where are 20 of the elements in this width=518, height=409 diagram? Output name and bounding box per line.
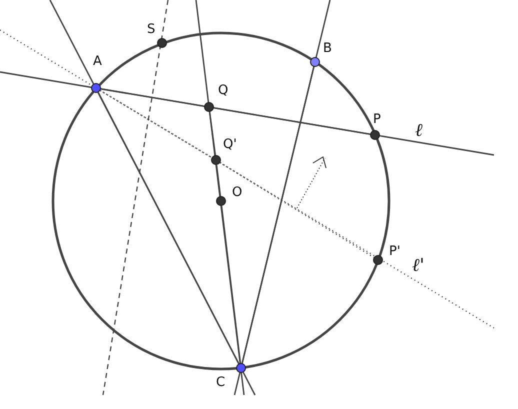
point-label: S bbox=[147, 22, 156, 37]
point-label: P' bbox=[389, 244, 400, 259]
point-label: P bbox=[373, 112, 381, 127]
line-label: ℓ' bbox=[412, 257, 424, 275]
line-label: ℓ bbox=[415, 122, 422, 140]
line-segment bbox=[98, 92, 240, 364]
point-label: Q' bbox=[223, 137, 237, 152]
line-segment bbox=[220, 206, 242, 364]
point-label: B bbox=[323, 41, 332, 56]
point-label: A bbox=[93, 54, 102, 69]
point-label: Q bbox=[218, 83, 228, 98]
line-segment bbox=[214, 107, 370, 135]
line-segment bbox=[242, 66, 314, 364]
point-label: C bbox=[216, 375, 226, 390]
line-segment bbox=[216, 164, 222, 196]
line-segment bbox=[220, 162, 374, 258]
line-segment bbox=[208, 112, 216, 156]
point-label: O bbox=[232, 185, 242, 200]
line-segment bbox=[100, 88, 204, 107]
line-segment bbox=[100, 90, 212, 158]
